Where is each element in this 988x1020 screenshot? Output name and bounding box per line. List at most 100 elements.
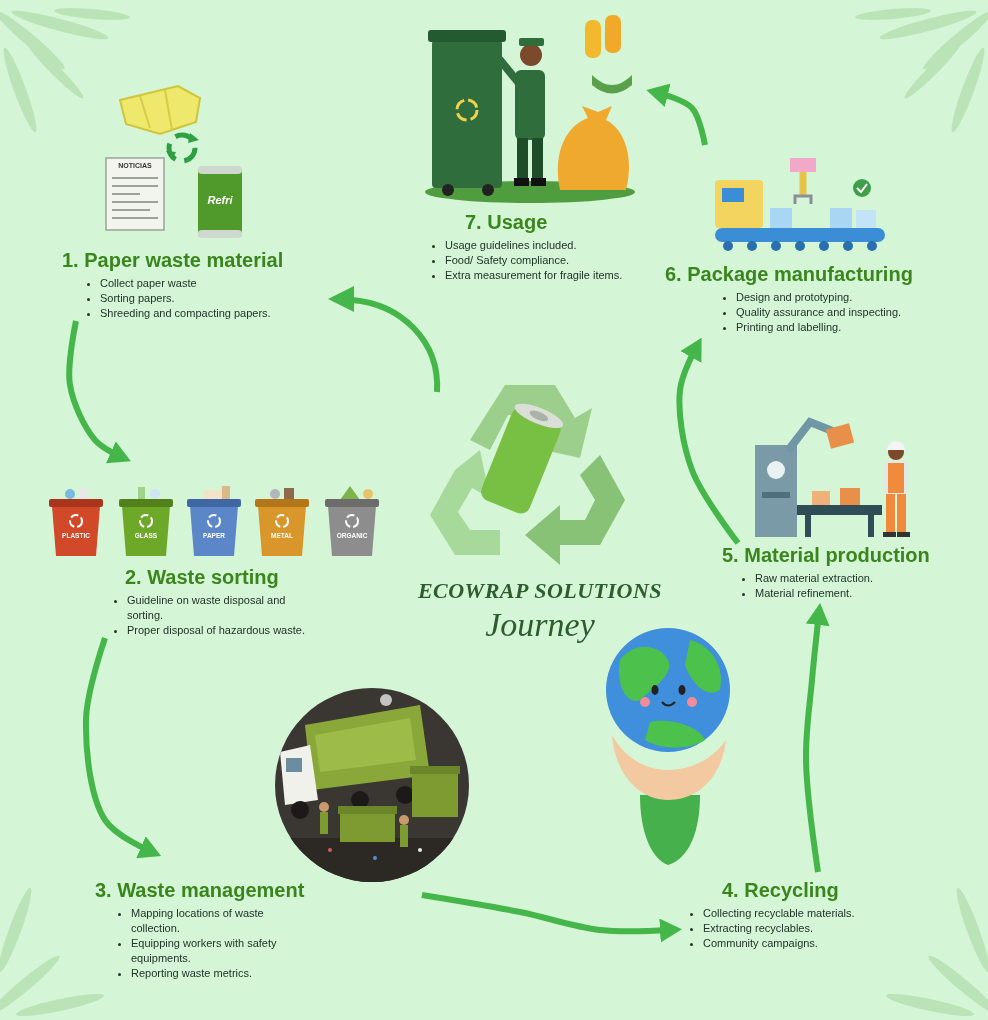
palm-leaves-part <box>952 886 988 975</box>
paper-waste-illustration-part <box>198 166 242 174</box>
bin-label: PAPER <box>190 532 238 540</box>
bullet-item: Collecting recyclable materials. <box>703 906 874 921</box>
waste-bins-illustration-part <box>65 489 75 499</box>
step-block: 2. Waste sortingGuideline on waste dispo… <box>48 465 383 638</box>
package-manufacturing-illustration-part <box>795 196 811 204</box>
center-recycle-emblem-part-part <box>528 408 550 423</box>
waste-truck-illustration-part-part <box>396 786 414 804</box>
center-recycle-emblem <box>430 385 625 565</box>
package-manufacturing-illustration-part <box>771 241 781 251</box>
usage-illustration-part <box>432 40 502 188</box>
step-heading: 5. Material production <box>722 543 930 567</box>
bullet-item: Community campaigns. <box>703 936 874 951</box>
package-manufacturing-illustration-part <box>715 180 763 228</box>
bullet-item: Printing and labelling. <box>736 320 927 335</box>
waste-bins-illustration-part <box>325 499 379 507</box>
step-block: 6. Package manufacturingDesign and proto… <box>663 145 931 335</box>
waste-truck-illustration-part <box>270 694 480 898</box>
step-block: 3. Waste managementMapping locations of … <box>92 860 422 981</box>
bullet-item: Design and prototyping. <box>736 290 927 305</box>
flow-arrow <box>86 638 150 851</box>
usage-illustration-part <box>531 178 546 186</box>
material-production-illustration-part <box>897 494 906 532</box>
waste-bins-illustration-part <box>204 490 222 500</box>
step-block: 5. Material productionRaw material extra… <box>720 543 952 601</box>
usage-illustration <box>425 15 635 203</box>
newspaper-masthead: NOTICIAS <box>106 162 164 170</box>
step-heading: 6. Package manufacturing <box>665 262 913 286</box>
waste-truck-illustration-part-part <box>305 705 430 790</box>
flow-arrow <box>422 895 670 931</box>
package-manufacturing-illustration-part <box>747 241 757 251</box>
bullet-item: Shreeding and compacting papers. <box>100 306 301 321</box>
waste-bins-illustration-part <box>119 499 173 507</box>
bullet-item: Reporting waste metrics. <box>131 966 296 981</box>
material-production-illustration-part <box>897 532 910 537</box>
waste-truck-illustration-part-part <box>418 848 422 852</box>
step-heading: 7. Usage <box>465 210 547 234</box>
package-manufacturing-illustration-part <box>790 158 816 172</box>
palm-leaves <box>0 6 988 1020</box>
material-production-illustration-part <box>883 532 896 537</box>
paper-waste-illustration-part <box>112 178 158 218</box>
flow-arrow <box>658 93 705 145</box>
palm-leaves-part <box>855 6 932 23</box>
package-manufacturing-illustration-part <box>723 241 733 251</box>
bullet-item: Quality assurance and inspecting. <box>736 305 927 320</box>
palm-leaves-part <box>0 886 36 975</box>
waste-truck-illustration <box>270 688 480 898</box>
waste-truck-illustration-part-part <box>328 848 332 852</box>
usage-illustration-part <box>517 138 528 180</box>
waste-truck-illustration-part-part <box>338 806 397 814</box>
diagram-title: ECOWRAP SOLUTIONS <box>380 578 700 604</box>
package-manufacturing-illustration-part <box>800 172 807 196</box>
palm-leaves-part <box>23 38 87 102</box>
bullet-item: Extra measurement for fragile items. <box>445 268 641 283</box>
usage-illustration-part <box>482 184 494 196</box>
package-manufacturing-illustration-part <box>795 241 805 251</box>
bullet-item: Proper disposal of hazardous waste. <box>127 623 309 638</box>
usage-illustration-part <box>558 106 629 190</box>
paper-waste-illustration <box>106 86 242 238</box>
package-manufacturing-illustration-part <box>843 241 853 251</box>
waste-truck-illustration-part-part <box>380 694 392 706</box>
bullet-item: Extracting recyclables. <box>703 921 874 936</box>
waste-bins-illustration-part <box>140 515 152 527</box>
waste-bins-illustration-part <box>52 506 100 556</box>
material-production-illustration-part <box>805 515 811 537</box>
material-production-illustration-part <box>888 463 904 493</box>
center-recycle-emblem-part-part <box>512 399 566 433</box>
bullet-item: Usage guidelines included. <box>445 238 641 253</box>
bullet-item: Collect paper waste <box>100 276 301 291</box>
bullet-item: Sorting papers. <box>100 291 301 306</box>
paper-waste-illustration-part <box>120 86 200 134</box>
bin-label: METAL <box>258 532 306 540</box>
bullet-item: Food/ Safety compliance. <box>445 253 641 268</box>
waste-truck-illustration-part-part <box>319 802 329 812</box>
usage-illustration-part <box>585 20 601 58</box>
bullet-list: Guideline on waste disposal and sorting.… <box>113 593 309 638</box>
bullet-item: Guideline on waste disposal and sorting. <box>127 593 309 623</box>
package-manufacturing-illustration <box>715 158 885 251</box>
waste-bins-illustration-part <box>270 489 280 499</box>
bullet-item: Raw material extraction. <box>755 571 941 586</box>
bullet-item: Equipping workers with safety equipments… <box>131 936 296 966</box>
waste-bins-illustration-part <box>70 515 82 527</box>
paper-waste-illustration-part <box>140 90 172 130</box>
step-block: 4. RecyclingCollecting recyclable materi… <box>684 872 879 951</box>
step-block: 7. UsageUsage guidelines included.Food/ … <box>425 10 645 283</box>
cycle-return-arrow-part <box>352 300 437 392</box>
can-brand: Refri <box>198 194 242 207</box>
globe-illustration-part <box>606 628 730 752</box>
package-manufacturing-illustration-part <box>867 241 877 251</box>
waste-bins-illustration-part <box>49 499 103 507</box>
palm-leaves-part <box>901 38 965 102</box>
waste-bins-illustration-part <box>187 499 241 507</box>
usage-illustration-part <box>515 70 545 140</box>
globe-illustration-part <box>645 721 705 748</box>
waste-bins-illustration-part <box>284 488 294 500</box>
